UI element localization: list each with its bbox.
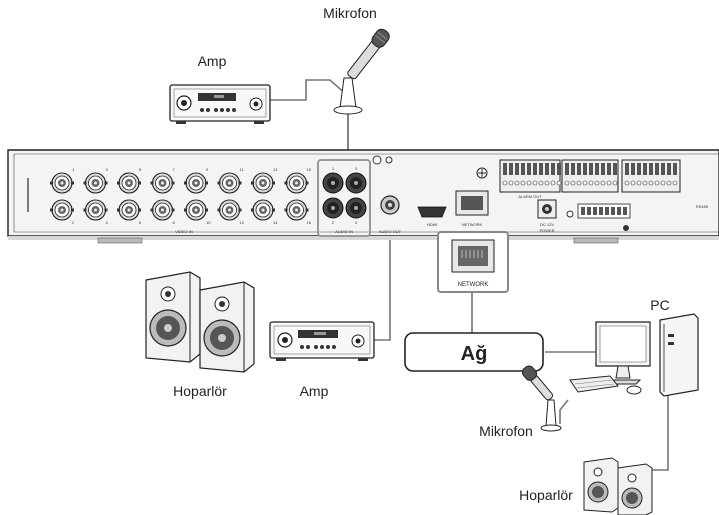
video-in-connector-10 (184, 199, 208, 221)
audio-in-connector-1 (322, 172, 344, 194)
microphone-right (521, 365, 562, 432)
audio-out-connector (380, 195, 400, 215)
speakers-left-label: Hoparlör (173, 383, 227, 399)
video-in-connector-2 (50, 199, 74, 221)
video-in-number: 6 (139, 220, 142, 225)
video-in-connector-8 (150, 199, 175, 221)
video-in-number: 5 (139, 167, 142, 172)
audio-in-connector-3 (345, 172, 367, 194)
video-in-label: VIDEO IN (175, 229, 193, 234)
network-port (455, 190, 489, 216)
network-label: Ağ (461, 343, 488, 365)
video-in-number: 12 (240, 220, 245, 225)
video-in-number: 11 (240, 167, 245, 172)
audio-out-label: AUDIO OUT (379, 229, 402, 234)
terminal-block (499, 159, 562, 193)
pc-label: PC (650, 297, 669, 313)
audio-in-number: 3 (355, 166, 358, 171)
audio-out-cable (374, 205, 391, 341)
mic-top-label: Mikrofon (323, 5, 377, 21)
dc-power-jack (537, 199, 557, 219)
video-in-connector-9 (184, 172, 208, 194)
pin (581, 207, 585, 215)
video-in-connector-5 (117, 172, 141, 194)
pin (587, 207, 591, 215)
audio-in-number: 4 (355, 220, 358, 225)
amplifier-top (169, 84, 271, 124)
amp-top-label: Amp (198, 53, 227, 69)
video-in-number: 10 (206, 220, 211, 225)
video-in-number: 2 (72, 220, 75, 225)
microphone-top (333, 28, 390, 115)
video-in-number: 9 (206, 167, 209, 172)
pin (593, 207, 597, 215)
audio-in-box (317, 159, 371, 237)
video-in-number: 3 (106, 167, 109, 172)
video-in-number: 4 (106, 220, 109, 225)
video-in-connector-11 (217, 172, 242, 194)
video-in-connector-13 (251, 172, 275, 194)
alarm-terminal-blocks (499, 159, 681, 193)
network-callout-label: NETWORK (458, 282, 489, 288)
fan-screw-icon (476, 167, 488, 179)
amp-bottom-label: Amp (300, 383, 329, 399)
hdmi-label: HDMI (427, 222, 437, 227)
video-in-connector-15 (284, 172, 309, 194)
video-in-connector-14 (251, 199, 275, 221)
video-in-number: 1 (72, 167, 75, 172)
video-in-number: 16 (307, 220, 312, 225)
pc-speaker-cable (650, 370, 669, 471)
alarm-out-label: ALARM OUT (518, 194, 542, 199)
video-in-connector-7 (150, 172, 175, 194)
dc-label: DC 12V (540, 222, 554, 227)
pin (611, 207, 615, 215)
mic-right-label: Mikrofon (479, 423, 533, 439)
audio-in-connector-2 (322, 197, 344, 219)
audio-in-connectors: 1 3 2 4 (322, 166, 367, 225)
video-in-number: 8 (173, 220, 176, 225)
network-node (404, 332, 544, 372)
pc-icon (569, 313, 699, 397)
terminal-block (561, 159, 619, 193)
video-in-number: 14 (273, 220, 278, 225)
speakers-right-label: Hoparlör (519, 487, 573, 503)
pin (599, 207, 603, 215)
pc-mic-cable (559, 399, 569, 424)
audio-in-number: 2 (332, 220, 335, 225)
pin (623, 207, 627, 215)
pin (617, 207, 621, 215)
speakers-left (145, 271, 255, 373)
amplifier-bottom (269, 321, 375, 361)
audio-in-label: AUDIO IN (335, 229, 353, 234)
video-in-connector-4 (83, 199, 108, 221)
hdmi-port (417, 206, 447, 218)
terminal-block (621, 159, 681, 193)
video-in-connector-12 (217, 199, 242, 221)
speakers-right (583, 457, 653, 515)
network-callout: NETWORK (437, 231, 509, 293)
power-label: POWER (539, 228, 554, 233)
rs485-label: RS485 (696, 204, 709, 209)
audio-in-number: 1 (332, 166, 335, 171)
video-in-number: 7 (173, 167, 176, 172)
video-in-connector-3 (83, 172, 108, 194)
video-in-connector-1 (50, 172, 74, 194)
video-in-connector-6 (117, 199, 141, 221)
network-port-label: NETWORK (462, 222, 483, 227)
video-in-connector-16 (284, 199, 309, 221)
audio-in-connector-4 (345, 197, 367, 219)
pin (605, 207, 609, 215)
video-in-number: 13 (273, 167, 278, 172)
video-in-number: 15 (307, 167, 312, 172)
